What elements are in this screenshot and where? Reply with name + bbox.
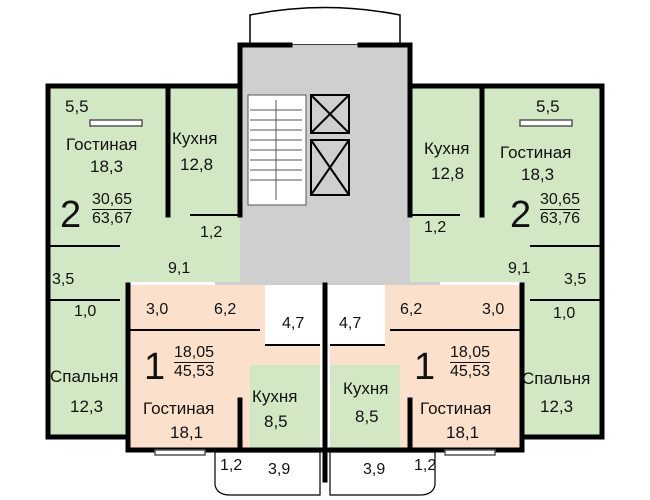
bottom-balconies (214, 451, 436, 496)
room-count-left-2: 2 (60, 194, 82, 236)
total-area-left-2: 63,67 (92, 209, 133, 227)
bath-area-right-1: 3,0 (482, 301, 505, 318)
kitchen-area-left-2: 12,8 (180, 155, 214, 174)
partitions (48, 214, 602, 346)
bedroom-area-right-2: 12,3 (540, 397, 574, 416)
core-lobby (215, 6, 440, 285)
apartment-left-2room (48, 86, 240, 437)
apartment-right-1room (330, 285, 522, 450)
bedroom-area-left-2: 12,3 (70, 397, 104, 416)
apartment-right-2room (410, 86, 602, 437)
living-room-label-left-1: Гостиная (143, 399, 215, 418)
kitchen-label-left-1: Кухня (252, 387, 298, 406)
kitchen-area-left-1: 8,5 (264, 412, 288, 431)
bath-area-right-2: 3,5 (564, 271, 587, 288)
total-area-left-1: 45,53 (174, 362, 215, 380)
room-count-left-1: 1 (144, 346, 166, 388)
living-room-area-left-2: 18,3 (90, 157, 124, 176)
living-area-right-2: 30,65 (540, 191, 581, 208)
staircase (250, 100, 302, 200)
kitchen-label-right-1: Кухня (343, 379, 389, 398)
wc-area-right-1: 4,7 (339, 315, 362, 332)
balcony-area-left: 5,5 (65, 97, 89, 116)
balcony-small-right-1: 1,2 (414, 457, 437, 474)
room-count-right-1: 1 (414, 346, 436, 388)
balcony-large-left-1: 3,9 (268, 461, 291, 478)
room-count-right-2: 2 (510, 194, 532, 236)
area-fraction-right-2: 30,65 63,76 (540, 191, 581, 227)
balcony-large-right-1: 3,9 (363, 461, 386, 478)
hall-area-left-2: 9,1 (168, 260, 191, 277)
area-fraction-left-1: 18,05 45,53 (174, 344, 215, 380)
apartment-left-1room (128, 285, 320, 450)
hall-area-left-1: 6,2 (214, 301, 237, 318)
kitchen-area-right-1: 8,5 (355, 407, 379, 426)
living-room-area-right-2: 18,3 (521, 165, 555, 184)
wc-area-left-2: 1,2 (200, 224, 223, 241)
balcony-small-left-1: 1,2 (220, 457, 243, 474)
area-fraction-right-1: 18,05 45,53 (450, 344, 491, 380)
balcony-area-right: 5,5 (536, 97, 560, 116)
total-area-right-2: 63,76 (540, 209, 581, 227)
living-room-label-left-2: Гостиная (66, 135, 138, 154)
bedroom-label-right-2: Спальня (522, 369, 591, 388)
hall-area-right-1: 6,2 (400, 301, 423, 318)
living-area-left-1: 18,05 (174, 344, 215, 361)
bath-area-left-2: 3,5 (52, 271, 75, 288)
living-room-label-right-1: Гостиная (420, 399, 492, 418)
wc-area-right-2: 1,2 (424, 219, 447, 236)
hall-area-right-2: 9,1 (508, 260, 531, 277)
bedroom-label-left-2: Спальня (50, 367, 119, 386)
toilet-area-left-2: 1,0 (74, 303, 97, 320)
area-fraction-left-2: 30,65 63,67 (92, 191, 133, 227)
total-area-right-1: 45,53 (450, 362, 491, 380)
living-area-right-1: 18,05 (450, 344, 491, 361)
toilet-area-right-2: 1,0 (553, 305, 576, 322)
living-room-label-right-2: Гостиная (500, 143, 572, 162)
elevator-shafts (310, 94, 350, 196)
kitchen-area-right-2: 12,8 (431, 164, 465, 183)
windows (89, 119, 573, 456)
kitchen-label-left-2: Кухня (172, 129, 218, 148)
bath-area-left-1: 3,0 (146, 301, 169, 318)
kitchen-label-right-2: Кухня (424, 139, 470, 158)
walls (45, 42, 605, 483)
living-room-area-left-1: 18,1 (170, 423, 204, 442)
living-room-area-right-1: 18,1 (446, 423, 480, 442)
wc-area-left-1: 4,7 (282, 315, 305, 332)
living-area-left-2: 30,65 (92, 191, 133, 208)
